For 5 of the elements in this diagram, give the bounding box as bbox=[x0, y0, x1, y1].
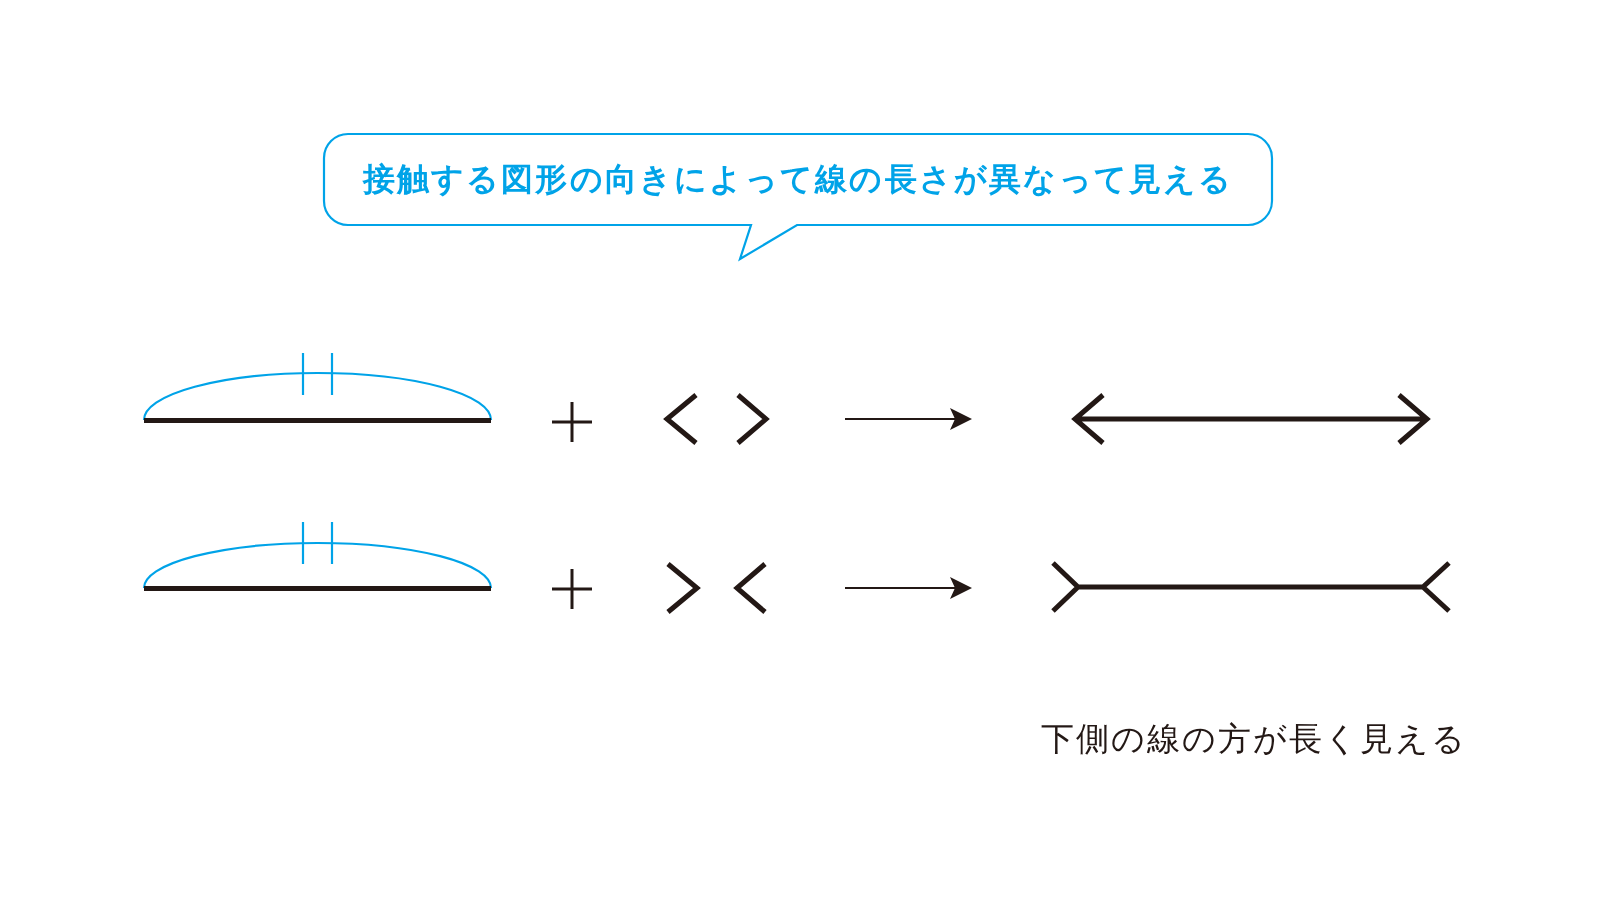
speech-bubble bbox=[322, 132, 1274, 262]
arrow bbox=[844, 408, 972, 430]
bubble-text: 接触する図形の向きによって線の長さが異なって見える bbox=[362, 158, 1234, 200]
arrow bbox=[844, 577, 972, 599]
note-text: 下側の線の方が長く見える bbox=[1041, 717, 1467, 760]
